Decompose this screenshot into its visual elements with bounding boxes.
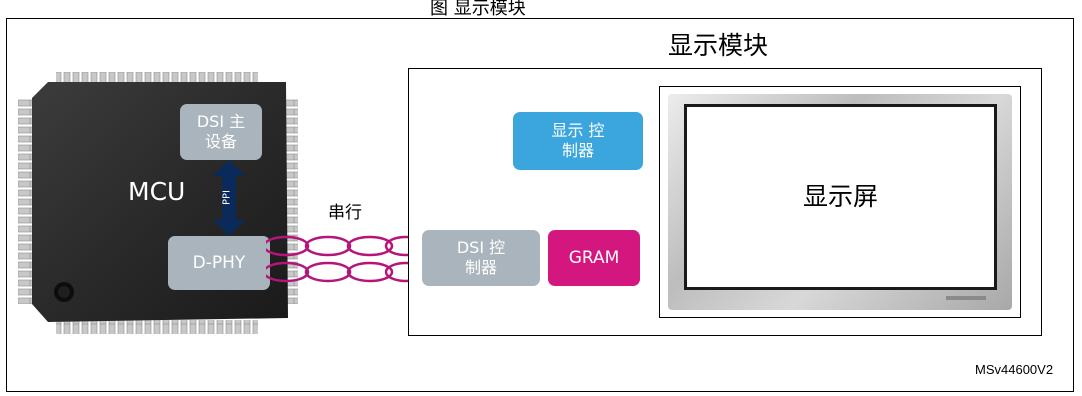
screen-bezel-detail	[946, 296, 986, 300]
display-module-title: 显示模块	[668, 31, 769, 60]
ppi-arrow	[213, 160, 245, 236]
screen-label: 显示屏	[802, 182, 878, 211]
dsi-controller-block: DSI 控制器	[422, 230, 540, 286]
serial-link-label: 串行	[328, 203, 362, 223]
dsi-host-label: DSI 主设备	[196, 112, 246, 151]
ppi-label: PPI	[221, 190, 233, 206]
display-controller-label: 显示 控制器	[551, 121, 605, 160]
display-controller-block: 显示 控制器	[513, 112, 643, 170]
dsi-controller-label: DSI 控制器	[456, 238, 506, 277]
screen-outline	[659, 86, 1021, 318]
dsi-host-block: DSI 主设备	[180, 104, 262, 160]
dphy-block: D-PHY	[168, 236, 270, 290]
serial-link-coils	[266, 235, 428, 283]
figure-title: 图 显示模块	[430, 0, 526, 19]
gram-label: GRAM	[568, 248, 620, 268]
figure-frame	[6, 18, 1074, 392]
reference-code: MSv44600V2	[975, 362, 1054, 377]
dphy-label: D-PHY	[192, 253, 246, 273]
gram-block: GRAM	[548, 230, 640, 286]
screen-panel	[684, 104, 997, 290]
mcu-label: MCU	[128, 177, 186, 206]
